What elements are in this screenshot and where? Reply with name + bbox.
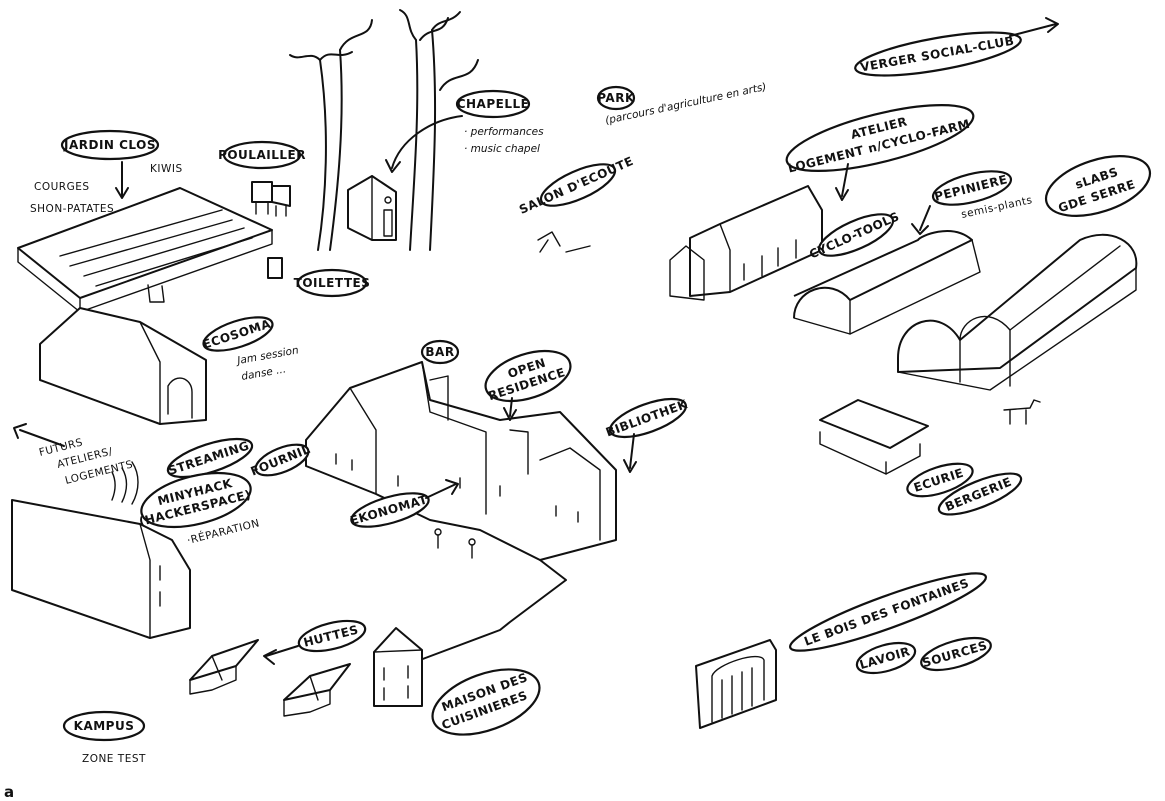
kiwis-label: KIWIS [150,163,183,175]
huttes-group: HUTTES [189,619,367,717]
chapelle-note-performances: · performances [464,126,544,138]
salon-ecoute-label: SALON D'ECOUTE [517,154,636,217]
zone-test-label: ZONE TEST [82,753,146,765]
bar-group: BAR [420,339,460,365]
trees-group [289,9,479,251]
futurs-group: FUTURS ATELIERS/ LOGEMENTS [11,423,191,639]
jardin-clos-group: JARDIN CLOS COURGES SHON-PATATES KIWIS [17,129,273,313]
gde-serre-group: sLABS GDE SERRE [897,155,1152,391]
bois-group: LE BOIS DES FONTAINES LAVOIR SOURCES [695,572,992,729]
open-residence-group: OPEN RESIDENCE [484,349,572,421]
toilettes-group: TOILETTES [267,257,371,298]
kampus-group: KAMPUS ZONE TEST [62,710,146,765]
salon-ecoute-group: SALON D'ECOUTE [517,154,636,253]
ekonomat-group: EKONOMAT [349,479,459,528]
ecosoma-group: ECOSOMA Jam session danse ... [39,307,300,425]
fournil-group: FOURNIL [249,442,313,479]
kampus-label: KAMPUS [74,719,135,733]
poulailler-group: POULAILLER [218,140,306,217]
maison-group: MAISON DES CUISINIERES [373,627,541,736]
toilettes-label: TOILETTES [294,276,371,290]
bois-label: LE BOIS DES FONTAINES [802,576,971,649]
ecosoma-note-jam: Jam session [234,344,299,367]
figure-label: a [4,783,14,801]
chateau-group [305,361,617,661]
bibliothek-group: BIBLIOTHEK [604,397,690,473]
courges-label: COURGES [34,181,90,193]
chapelle-label: CHAPELLE [457,97,530,111]
jardin-clos-label: JARDIN CLOS [63,138,156,152]
ecosoma-note-danse: danse ... [240,363,286,383]
ecurie-group: ECURIE BERGERIE [819,399,1041,516]
bar-label: BAR [425,345,454,359]
park-group: PARK (parcours d'agriculture en arts) [596,81,768,127]
shon-patates-label: SHON-PATATES [30,203,114,215]
chapelle-note-music: · music chapel [464,143,540,155]
chapelle-group: CHAPELLE · performances · music chapel [347,89,544,241]
verger-group: VERGER SOCIAL-CLUB [854,17,1059,77]
park-label: PARK [597,91,635,105]
poulailler-label: POULAILLER [218,148,306,162]
